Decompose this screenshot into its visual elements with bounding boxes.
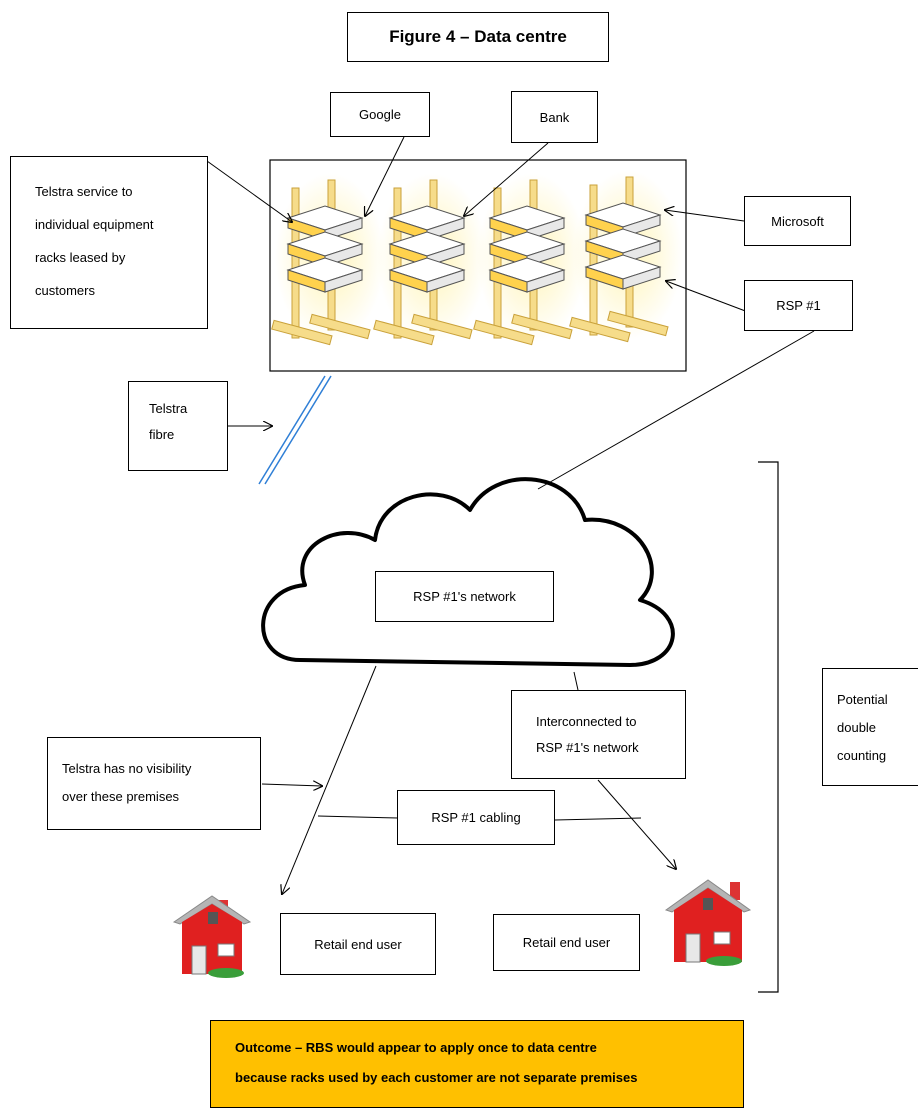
- label-google-text: Google: [359, 107, 401, 122]
- cabling-line-left: [317, 815, 399, 819]
- telstra-service-line-4: customers: [35, 283, 95, 298]
- no-visibility-line-1: Telstra has no visibility: [62, 761, 192, 776]
- label-bank: Bank: [511, 91, 598, 143]
- label-cabling: RSP #1 cabling: [397, 790, 555, 845]
- rsp1-to-cloud: [537, 330, 815, 490]
- label-retail-left: Retail end user: [280, 913, 436, 975]
- double-counting-line-1: Potential: [837, 692, 888, 707]
- label-cabling-text: RSP #1 cabling: [431, 810, 521, 825]
- arrow-google: [365, 136, 405, 216]
- label-google: Google: [330, 92, 430, 137]
- figure-title: Figure 4 – Data centre: [347, 12, 609, 62]
- double-counting-bracket: [758, 461, 779, 993]
- label-microsoft: Microsoft: [744, 196, 851, 246]
- cloud-to-left-house: [282, 665, 377, 894]
- telstra-service-line-2: individual equipment: [35, 217, 154, 232]
- double-counting-line-2: double: [837, 720, 877, 735]
- label-rsp1-text: RSP #1: [776, 298, 821, 313]
- interconnect-to-right-house: [597, 779, 676, 869]
- label-bank-text: Bank: [539, 109, 570, 125]
- label-no-visibility: Telstra has no visibility over these pre…: [47, 737, 261, 830]
- telstra-service-line-1: Telstra service to: [35, 184, 133, 199]
- label-interconnected: Interconnected to RSP #1's network: [511, 690, 686, 779]
- outcome-line-1: Outcome – RBS would appear to apply once…: [235, 1040, 597, 1055]
- label-rsp1: RSP #1: [744, 280, 853, 331]
- telstra-service-line-3: racks leased by: [35, 250, 126, 265]
- server-racks: [271, 170, 683, 346]
- label-telstra-service: Telstra service to individual equipment …: [10, 156, 208, 329]
- interconnected-line-2: RSP #1's network: [536, 740, 639, 755]
- label-retail-left-text: Retail end user: [314, 936, 402, 952]
- label-microsoft-text: Microsoft: [771, 213, 824, 229]
- server-rack: [473, 173, 587, 346]
- label-network: RSP #1's network: [375, 571, 554, 622]
- label-double-counting: Potential double counting: [822, 668, 918, 786]
- arrow-no-visibility: [261, 784, 322, 786]
- arrow-telstra-service: [206, 160, 292, 222]
- server-rack: [569, 170, 683, 343]
- server-rack: [373, 173, 487, 346]
- house-icon-right: [664, 879, 752, 966]
- double-counting-line-3: counting: [837, 748, 887, 763]
- outcome-line-2: because racks used by each customer are …: [235, 1070, 638, 1085]
- arrow-rsp1: [666, 281, 749, 313]
- server-rack: [271, 173, 385, 346]
- house-icon-left: [172, 895, 252, 978]
- interconnected-line-1: Interconnected to: [536, 714, 637, 729]
- outcome-box: Outcome – RBS would appear to apply once…: [210, 1020, 744, 1108]
- arrow-bank: [464, 142, 549, 216]
- no-visibility-line-2: over these premises: [62, 789, 180, 804]
- label-retail-right-text: Retail end user: [522, 935, 611, 950]
- label-network-text: RSP #1's network: [413, 589, 516, 604]
- fibre-line-1: [258, 375, 326, 485]
- telstra-fibre-line-2: fibre: [149, 427, 175, 442]
- telstra-fibre-line-1: Telstra: [149, 401, 188, 416]
- cabling-line-right: [554, 817, 642, 821]
- label-retail-right: Retail end user: [493, 914, 640, 971]
- cloud-to-interconnect: [573, 671, 579, 691]
- fibre-line-2: [264, 375, 332, 485]
- label-telstra-fibre: Telstra fibre: [128, 381, 228, 471]
- arrow-microsoft: [665, 210, 745, 222]
